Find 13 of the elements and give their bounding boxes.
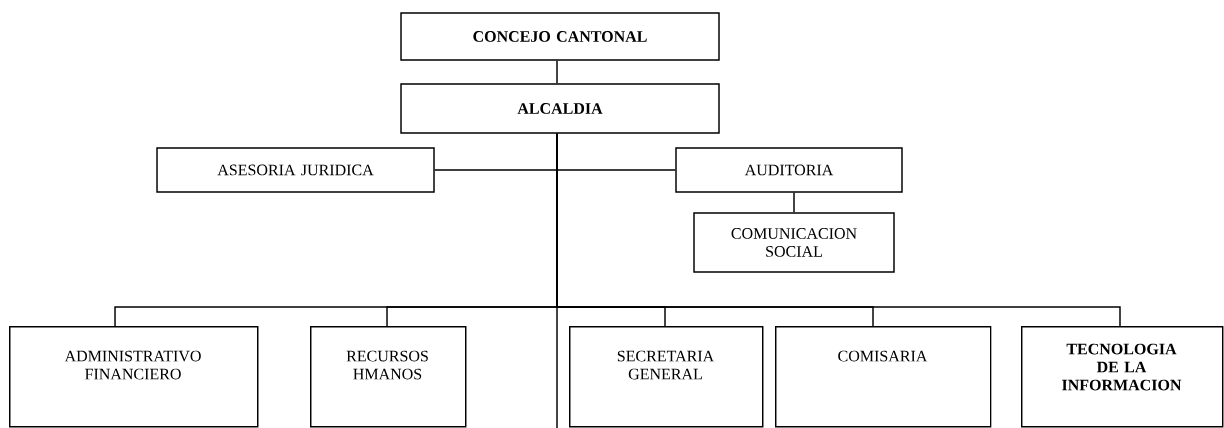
department-box: RECURSOS HMANOS (310, 326, 467, 428)
department-box: CONCEJO CANTONAL (400, 12, 720, 61)
department-box: AUDITORIA (675, 147, 903, 193)
department-box: TECNOLOGIA DE LA INFORMACION (1021, 326, 1224, 428)
department-box: COMISARIA (775, 326, 992, 428)
department-box: SECRETARIA GENERAL (569, 326, 764, 428)
connector-line (556, 133, 1121, 327)
department-box: ASESORIA JURIDICA (156, 147, 435, 193)
department-box: COMUNICACION SOCIAL (693, 212, 895, 273)
department-box: ALCALDIA (400, 83, 720, 134)
connector-line (556, 60, 558, 84)
department-box: ADMINISTRATIVO FINANCIERO (9, 326, 259, 428)
connector-line (793, 192, 795, 213)
